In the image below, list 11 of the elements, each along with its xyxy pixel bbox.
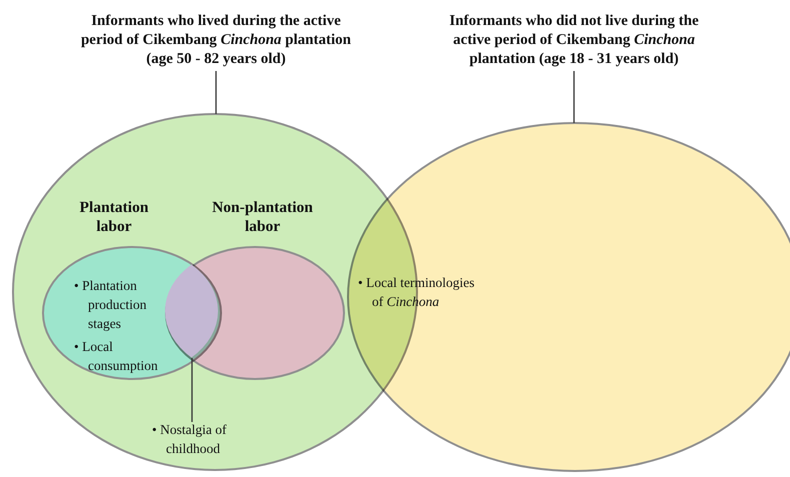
group-title: Informants who did not live during the active period of Cikembang Cinchona plantation (age 18 - 31 years old) [434,12,714,69]
group-heading: Non-plantation labor [211,198,314,236]
connector-line [215,71,217,114]
bullet-item: • Plantation production stages [74,277,148,333]
bullet-item: • Nostalgia of childhood [152,421,228,458]
bullet-item: • Local terminologies of Cinchona [358,274,476,311]
bullet-item: • Local consumption [74,338,159,375]
group-title: Informants who lived during the active period of Cikembang Cinchona plantation (age 50 - 82 years old) [76,12,356,69]
connector-line [573,71,575,123]
overlap-region [164,263,219,359]
group-heading: Plantation labor [78,198,150,236]
